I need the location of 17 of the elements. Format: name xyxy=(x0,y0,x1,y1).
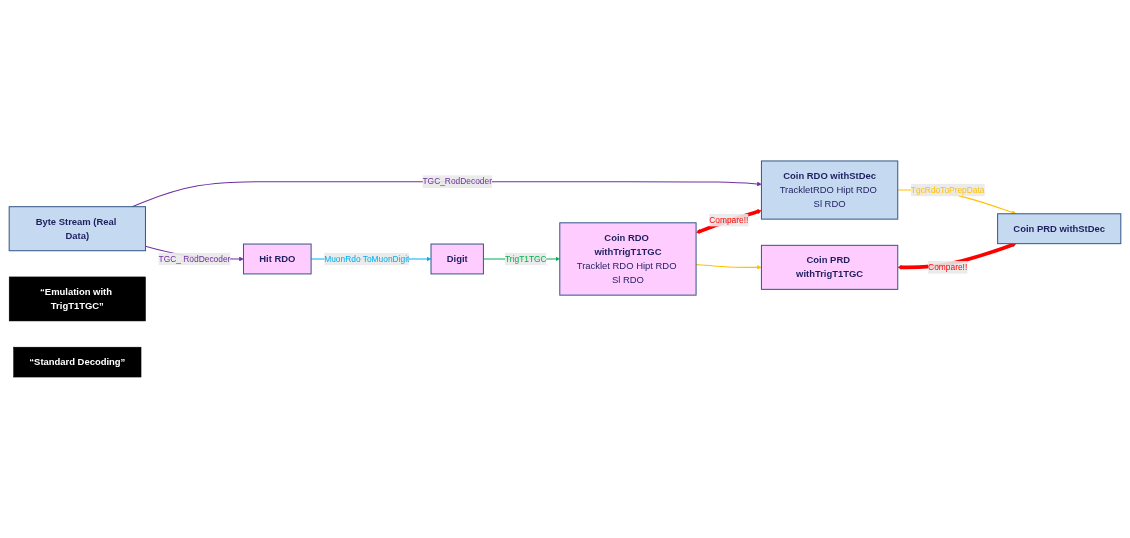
node-box: Coin RDO withTrigT1TGC Tracklet RDO Hipt RDO Sl RDO xyxy=(559,222,697,296)
node-box: Coin PRD withTrigT1TGC xyxy=(760,244,899,290)
edge-label: TGC_RodDecoder xyxy=(422,176,492,186)
edge-label: MuonRdo ToMuonDigit xyxy=(324,254,410,264)
arrow xyxy=(696,209,762,234)
node-box: Byte Stream (Real Data) xyxy=(8,206,146,252)
edge-label: TGC_ RodDecoder xyxy=(158,254,231,264)
node-box: Hit RDO xyxy=(242,243,312,275)
node-box: Coin RDO withStDec TrackletRDO Hipt RDO Sl RDO xyxy=(760,160,899,220)
edge-label: Compare!! xyxy=(709,215,749,225)
node-box: Coin PRD withStDec xyxy=(997,213,1122,245)
node-box: Digit xyxy=(430,243,484,275)
node-box: “Standard Decoding” xyxy=(13,346,142,378)
edge-label: TrigT1TGC xyxy=(505,254,547,264)
edge-label: Compare!! xyxy=(928,262,968,272)
edge-label: TgcRdoToPrepData xyxy=(910,185,985,195)
node-box: “Emulation with TrigT1TGC” xyxy=(8,276,146,322)
